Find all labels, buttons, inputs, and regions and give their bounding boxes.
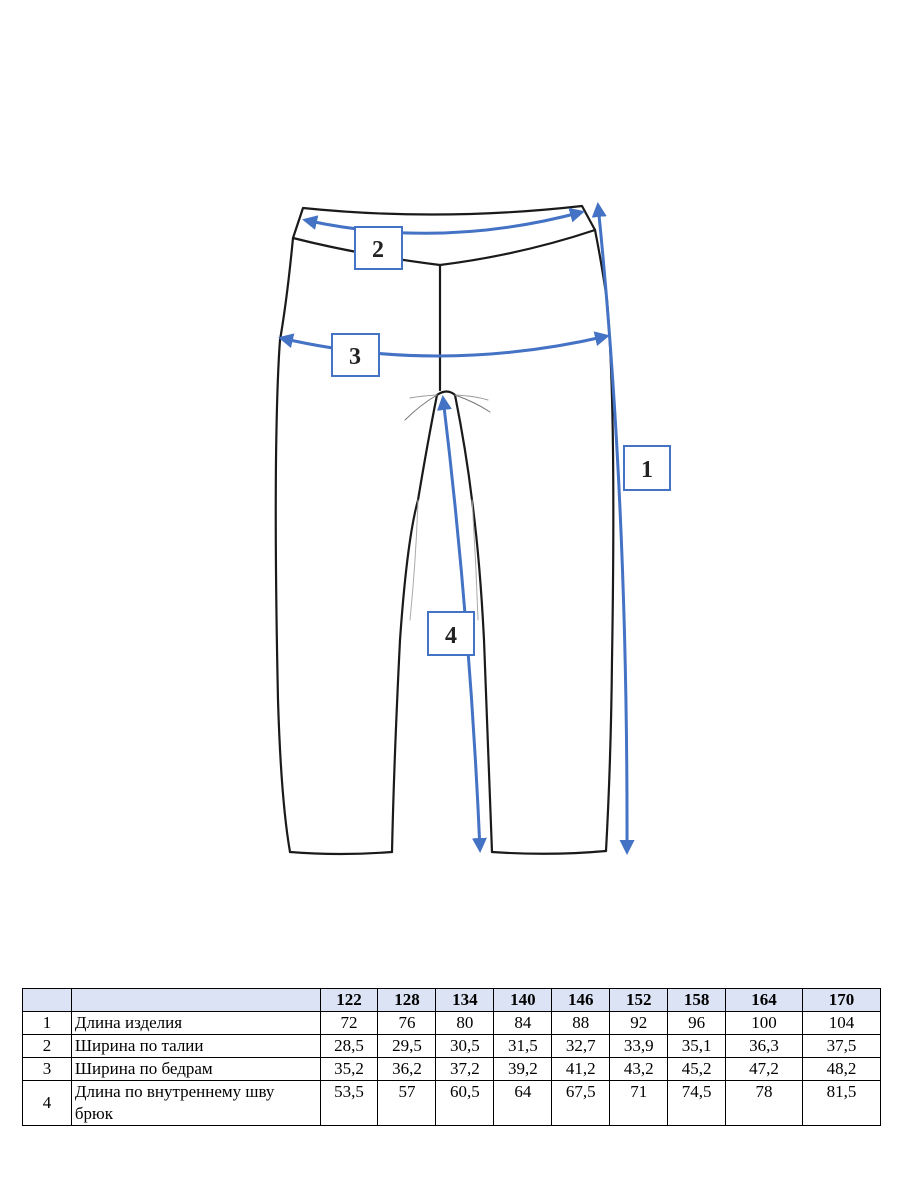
cell-value: 36,3: [725, 1034, 803, 1058]
marker-box-4: 4: [427, 611, 475, 656]
cell-value: 74,5: [667, 1080, 727, 1126]
arrow-2-waist: [302, 207, 585, 235]
measurement-arrows: [278, 202, 635, 855]
marker-1-label: 1: [641, 457, 653, 483]
cell-value: 28,5: [319, 1034, 379, 1058]
cell-value: 80: [435, 1011, 495, 1035]
size-header: 158: [667, 988, 727, 1012]
cell-value: 76: [377, 1011, 437, 1035]
arrow-1-length: [591, 202, 635, 855]
cell-value: 57: [377, 1080, 437, 1126]
size-header: 152: [609, 988, 669, 1012]
header-empty-index: [22, 988, 72, 1012]
table-row: 1 Длина изделия 72 76 80 84 88 92 96 100…: [22, 1011, 881, 1035]
cell-value: 64: [493, 1080, 553, 1126]
cell-value: 81,5: [802, 1080, 881, 1126]
cell-value: 60,5: [435, 1080, 495, 1126]
cell-value: 45,2: [667, 1057, 727, 1081]
row-name: Ширина по бедрам: [70, 1057, 321, 1081]
pants-outline: [274, 204, 615, 856]
row-name: Длина по внутреннему шву брюк: [70, 1080, 321, 1126]
size-header: 122: [319, 988, 379, 1012]
cell-value: 41,2: [551, 1057, 611, 1081]
cell-value: 47,2: [725, 1057, 803, 1081]
row-name: Длина изделия: [70, 1011, 321, 1035]
size-header: 140: [493, 988, 553, 1012]
size-table: 122 128 134 140 146 152 158 164 170 1 Дл…: [22, 988, 881, 1126]
size-header: 164: [725, 988, 803, 1012]
header-empty-name: [70, 988, 321, 1012]
cell-value: 71: [609, 1080, 669, 1126]
cell-value: 30,5: [435, 1034, 495, 1058]
cell-value: 43,2: [609, 1057, 669, 1081]
marker-box-1: 1: [623, 445, 671, 491]
row-index: 4: [22, 1080, 72, 1126]
arrow-3-hips: [278, 331, 610, 358]
marker-2-label: 2: [372, 237, 384, 263]
row-index: 3: [22, 1057, 72, 1081]
size-header-row: 122 128 134 140 146 152 158 164 170: [22, 988, 881, 1012]
marker-3-label: 3: [349, 344, 361, 370]
cell-value: 35,1: [667, 1034, 727, 1058]
cell-value: 37,5: [802, 1034, 881, 1058]
table-row: 3 Ширина по бедрам 35,2 36,2 37,2 39,2 4…: [22, 1057, 881, 1081]
cell-value: 67,5: [551, 1080, 611, 1126]
marker-box-3: 3: [331, 333, 380, 377]
row-index: 2: [22, 1034, 72, 1058]
cell-value: 96: [667, 1011, 727, 1035]
table-row: 4 Длина по внутреннему шву брюк 53,5 57 …: [22, 1080, 881, 1126]
cell-value: 78: [725, 1080, 803, 1126]
size-header: 146: [551, 988, 611, 1012]
size-header: 134: [435, 988, 495, 1012]
cell-value: 104: [802, 1011, 881, 1035]
row-index: 1: [22, 1011, 72, 1035]
cell-value: 33,9: [609, 1034, 669, 1058]
row-name: Ширина по талии: [70, 1034, 321, 1058]
cell-value: 48,2: [802, 1057, 881, 1081]
marker-4-label: 4: [445, 623, 457, 649]
cell-value: 35,2: [319, 1057, 379, 1081]
cell-value: 31,5: [493, 1034, 553, 1058]
cell-value: 29,5: [377, 1034, 437, 1058]
cell-value: 53,5: [319, 1080, 379, 1126]
pants-measurement-diagram: 1 2 3 4: [274, 202, 671, 856]
cell-value: 39,2: [493, 1057, 553, 1081]
size-header: 128: [377, 988, 437, 1012]
cell-value: 36,2: [377, 1057, 437, 1081]
cell-value: 84: [493, 1011, 553, 1035]
marker-box-2: 2: [354, 226, 403, 270]
cell-value: 92: [609, 1011, 669, 1035]
cell-value: 32,7: [551, 1034, 611, 1058]
cell-value: 37,2: [435, 1057, 495, 1081]
cell-value: 88: [551, 1011, 611, 1035]
cell-value: 72: [319, 1011, 379, 1035]
cell-value: 100: [725, 1011, 803, 1035]
table-row: 2 Ширина по талии 28,5 29,5 30,5 31,5 32…: [22, 1034, 881, 1058]
size-header: 170: [802, 988, 881, 1012]
